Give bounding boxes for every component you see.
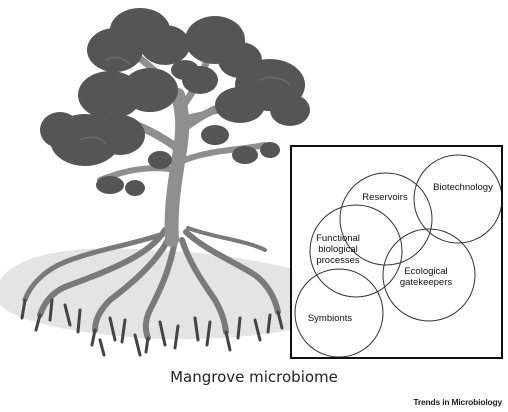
label-symbionts: Symbionts (307, 313, 353, 324)
root-tips (20, 298, 284, 357)
journal-name: Trends in Microbiology (413, 397, 502, 407)
label-functional-line1: Functional (316, 233, 360, 244)
foliage-highlights (79, 56, 291, 145)
label-reservoirs: Reservoirs (362, 192, 408, 203)
circle-functional (309, 204, 403, 298)
ground-shadow (0, 248, 290, 340)
circle-reservoirs (339, 172, 433, 266)
diagram-caption: Mangrove microbiome (170, 368, 338, 386)
venn-diagram (294, 154, 501, 357)
foliage (40, 8, 310, 196)
label-functional-line3: processes (316, 255, 360, 266)
venn-diagram-frame: Biotechnology Reservoirs Functional biol… (290, 145, 503, 359)
circle-biotechnology (413, 154, 501, 244)
circle-symbionts (294, 268, 384, 357)
prop-roots (22, 226, 281, 341)
label-ecological-line1: Ecological (404, 266, 448, 277)
circle-ecological (382, 228, 476, 322)
label-functional-line2: biological (318, 244, 358, 255)
label-biotechnology: Biotechnology (433, 182, 493, 193)
label-ecological-line2: gatekeepers (399, 277, 453, 288)
